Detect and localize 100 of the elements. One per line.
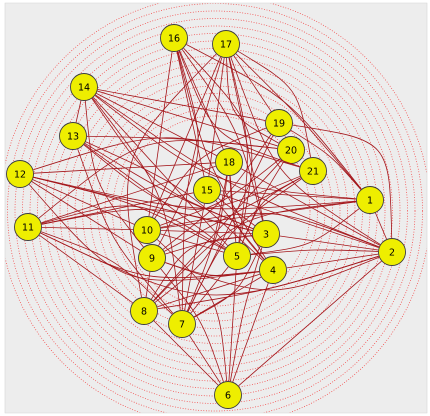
connector-line	[228, 270, 236, 382]
connector-line	[40, 231, 172, 315]
connector-line	[153, 201, 357, 302]
connector-line	[41, 206, 226, 250]
connector-line	[95, 94, 380, 248]
connector-line	[86, 136, 278, 149]
connector-line	[157, 256, 380, 310]
connector-line	[164, 256, 380, 290]
connector-line	[164, 177, 302, 252]
connector-line	[160, 268, 224, 382]
connector-line	[160, 230, 252, 234]
connector-line	[33, 176, 226, 250]
connector-line	[33, 176, 356, 210]
connector-line	[160, 233, 224, 253]
connector-line	[153, 320, 219, 386]
connector-line	[228, 57, 264, 221]
connector-line	[232, 282, 269, 382]
connector-line	[179, 50, 224, 150]
connector-line	[182, 48, 263, 221]
connector-line	[176, 51, 204, 177]
connector-line	[96, 93, 218, 156]
connector-line	[177, 51, 266, 259]
connector-line	[32, 137, 300, 170]
connector-line	[154, 128, 266, 219]
connector-line	[183, 48, 252, 243]
connector-line	[230, 246, 262, 382]
connector-line	[242, 177, 302, 244]
connector-line	[160, 201, 357, 229]
connector-line	[158, 50, 199, 246]
connector-line	[38, 234, 134, 304]
connector-line	[160, 212, 380, 248]
connector-line	[286, 254, 379, 268]
connector-line	[375, 212, 387, 240]
connector-line	[184, 203, 205, 311]
connector-line	[41, 209, 253, 231]
connector-line	[220, 194, 380, 248]
connector-line	[94, 95, 356, 200]
connector-line	[188, 178, 302, 312]
connector-line	[238, 260, 382, 386]
connector-line	[156, 274, 260, 308]
connector-line	[34, 162, 216, 174]
connector-line	[146, 271, 150, 298]
connector-line	[41, 192, 194, 225]
connector-line	[77, 148, 174, 314]
connector-line	[92, 98, 254, 230]
connector-line	[194, 246, 260, 318]
connector-line	[154, 175, 228, 303]
connector-line	[38, 140, 278, 219]
connector-line	[148, 51, 172, 217]
connector-line	[150, 235, 253, 300]
connector-line	[164, 262, 260, 276]
connector-line	[230, 176, 236, 242]
connector-line	[186, 44, 362, 190]
connector-line	[240, 168, 380, 246]
connector-line	[178, 50, 300, 167]
connector-line	[42, 226, 134, 230]
connector-line	[84, 144, 226, 248]
connector-line	[83, 144, 300, 210]
connector-line	[194, 276, 262, 318]
connector-line	[160, 158, 281, 226]
connector-line	[76, 100, 82, 123]
connector-line	[162, 134, 272, 250]
connector-line	[85, 141, 264, 261]
connector-line	[127, 54, 217, 298]
connector-line	[84, 100, 144, 248]
connector-line	[215, 200, 265, 260]
connector-line	[233, 55, 272, 112]
connector-line	[292, 124, 392, 238]
connector-line	[190, 266, 229, 314]
connector-line	[152, 56, 221, 218]
connector-line	[31, 181, 141, 251]
connector-line	[220, 190, 356, 200]
connector-line	[40, 232, 260, 278]
connector-line	[164, 235, 253, 254]
connector-line	[230, 56, 381, 245]
connector-line	[290, 130, 362, 190]
connector-line	[96, 90, 278, 146]
connector-line	[279, 236, 379, 250]
connector-line	[236, 53, 362, 190]
connector-line	[32, 179, 135, 225]
connector-line	[208, 57, 225, 177]
connector-line	[242, 161, 284, 244]
connector-line	[188, 135, 274, 312]
connector-line	[228, 57, 248, 243]
connector-line	[250, 250, 378, 256]
connector-line	[238, 50, 311, 158]
connector-line	[40, 166, 216, 224]
connector-line	[97, 89, 266, 121]
connector-line	[92, 98, 181, 311]
connector-line	[189, 335, 221, 384]
connector-line	[84, 142, 254, 230]
connector-line	[226, 58, 280, 144]
connector-line	[153, 160, 282, 302]
connector-line	[92, 96, 228, 246]
connector-line	[250, 208, 360, 255]
connector-line	[186, 175, 227, 312]
connector-line	[218, 198, 256, 226]
connector-line	[182, 56, 222, 310]
connector-line	[229, 176, 264, 260]
connector-line	[156, 239, 228, 382]
